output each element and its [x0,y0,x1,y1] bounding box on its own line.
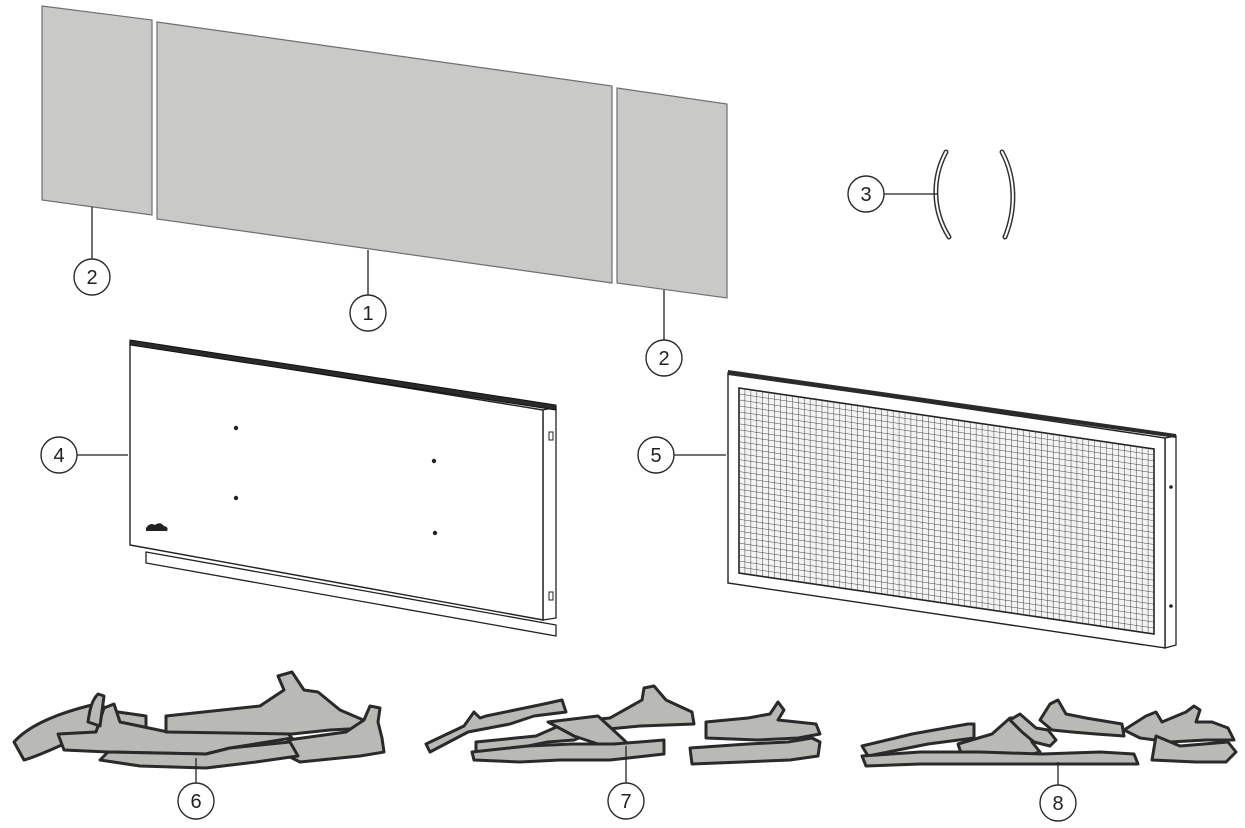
part-6-log-set [12,670,386,770]
leader-lines [76,193,1059,786]
part-2-right-side-panel [616,87,728,299]
callout-1-label: 1 [362,303,373,325]
part-3-clips [933,149,1016,240]
callout-5-label: 5 [650,445,661,467]
callout-4: 4 [40,436,78,474]
callout-2-left-label: 2 [86,267,97,289]
callout-8-label: 8 [1052,793,1063,815]
callout-6: 6 [177,782,215,820]
part-4-front-panel [129,339,557,637]
callout-2-right: 2 [645,339,683,377]
callout-6-label: 6 [190,791,201,813]
part-1-back-panel [156,21,613,284]
part-5-mesh-screen [727,370,1177,649]
callout-5: 5 [637,436,675,474]
part-8-log-set [860,698,1238,768]
mesh-grid [738,388,1155,634]
callout-8: 8 [1039,784,1077,822]
callout-2-left: 2 [73,258,111,296]
part-7-log-set [424,684,822,766]
callout-7: 7 [607,782,645,820]
callout-2-right-label: 2 [658,348,669,370]
callout-7-label: 7 [620,791,631,813]
callout-4-label: 4 [53,445,64,467]
callout-1: 1 [349,294,387,332]
part-2-left-side-panel [41,5,153,216]
callout-3: 3 [847,175,885,213]
callout-3-label: 3 [860,184,871,206]
